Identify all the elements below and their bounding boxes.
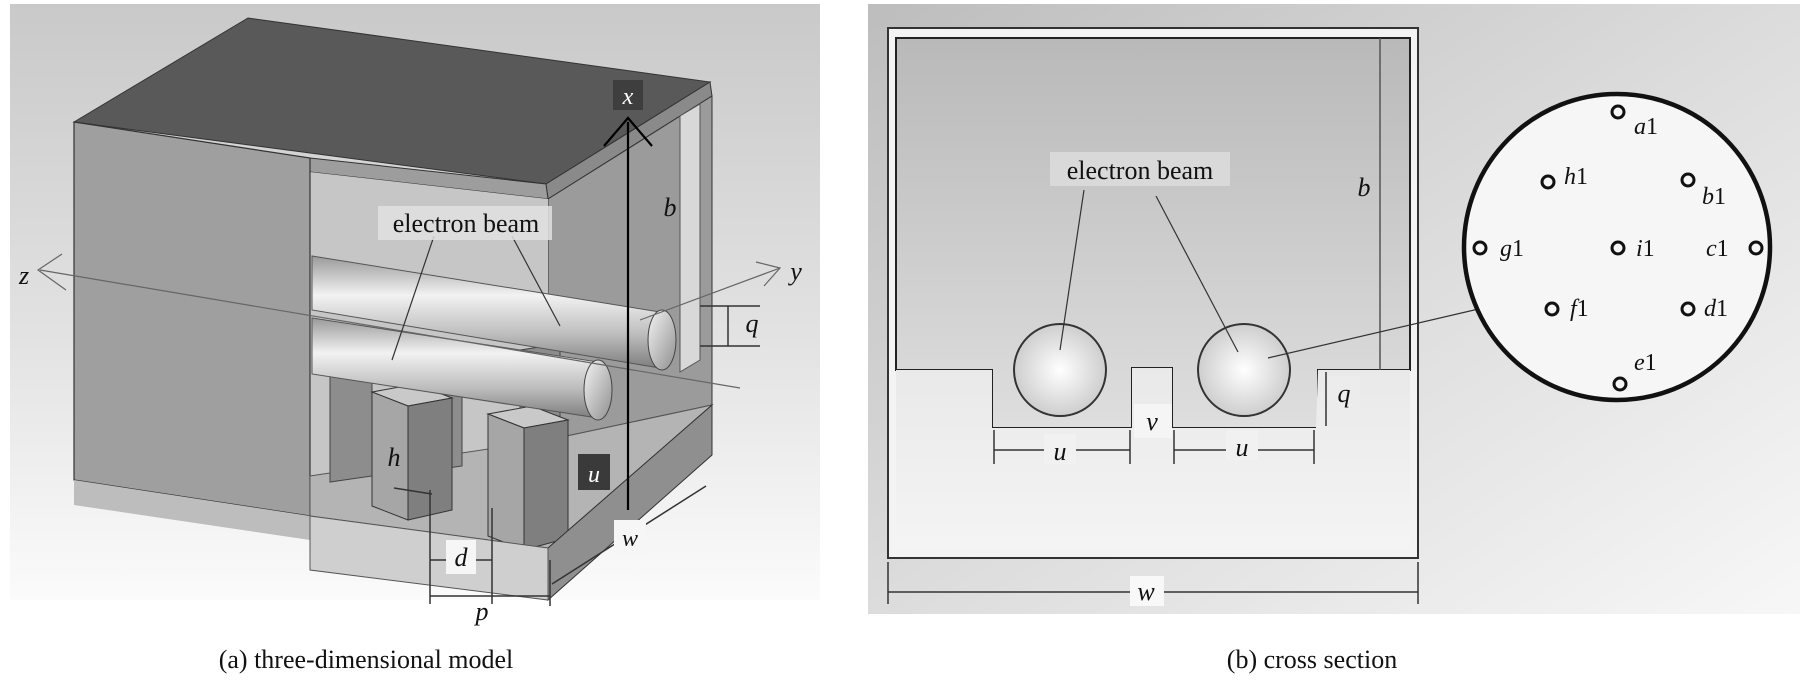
tooth-back-1 — [329, 365, 373, 483]
detail-label-f1: f1 — [1570, 296, 1589, 322]
dim-d-bg — [446, 540, 476, 574]
beam-tube-upper-end — [647, 309, 677, 371]
caption-a: (a) three-dimensional model — [219, 645, 514, 674]
detail-point-e1 — [1612, 376, 1628, 392]
front-tooth-2-side — [523, 419, 569, 551]
axis-y-label: y — [787, 257, 802, 286]
dim-h-tick — [393, 487, 433, 495]
cross-dim-w-bg — [1130, 576, 1164, 606]
detail-label-e1: e1 — [1634, 350, 1657, 376]
panel-a: x electron beam z y b q h u w d — [10, 4, 820, 674]
dim-w-label-b: w — [1137, 577, 1155, 606]
x-axis-label-bg — [613, 80, 643, 110]
dim-u-label-b-left: u — [1054, 437, 1067, 466]
detail-point-a1 — [1610, 104, 1626, 120]
dim-q-label-a: q — [746, 309, 759, 338]
dim-p-label: p — [474, 597, 489, 626]
cross-beam-leader-2 — [1155, 195, 1239, 353]
left-block-bottom — [74, 480, 310, 540]
x-axis-label: x — [622, 84, 634, 110]
panel-b: electron beam b q v u u w — [868, 4, 1800, 674]
detail-point-g1 — [1472, 240, 1488, 256]
cross-beam-circle-right — [1197, 323, 1291, 417]
dim-b-label-b: b — [1358, 173, 1371, 202]
detail-label-a1: a1 — [1634, 114, 1658, 140]
beam-label-bg — [378, 206, 552, 240]
beam-label-b: electron beam — [1067, 156, 1214, 185]
detail-point-b1 — [1680, 172, 1696, 188]
cross-dim-q-bg — [1328, 376, 1360, 410]
cross-dim-v-bg — [1134, 404, 1172, 438]
detail-label-i1: i1 — [1636, 236, 1655, 262]
x-axis-arrow — [603, 116, 653, 147]
detail-label-h1: h1 — [1564, 164, 1588, 190]
front-tooth-1-side — [407, 397, 453, 521]
electron-beam-tubes — [311, 255, 677, 421]
dim-v-label: v — [1146, 407, 1158, 436]
detail-point-c1 — [1748, 240, 1764, 256]
axis-z-label: z — [18, 261, 29, 290]
dim-q-label-b: q — [1338, 379, 1351, 408]
z-axis-arrow — [36, 253, 67, 291]
detail-label-c1: c1 — [1706, 236, 1729, 262]
detail-point-d1 — [1680, 301, 1696, 317]
detail-circle — [1461, 91, 1773, 403]
detail-point-h1 — [1540, 174, 1556, 190]
y-axis-line — [639, 267, 781, 321]
right-wall-inner — [679, 103, 701, 373]
dim-u-label-a: u — [588, 462, 600, 488]
beam-leader-1 — [391, 235, 435, 361]
dim-b-label-a: b — [664, 193, 677, 222]
detail-point-i1 — [1610, 240, 1626, 256]
floor-front-strip — [309, 515, 549, 601]
y-axis-arrow — [755, 261, 782, 287]
dim-h-label: h — [388, 443, 401, 472]
cross-dim-u-right-bg — [1226, 430, 1258, 460]
dim-u-bg-a — [578, 454, 610, 490]
beam-tube-lower-end — [583, 359, 613, 421]
cross-beam-leader-1 — [1059, 189, 1085, 351]
detail-label-d1: d1 — [1704, 296, 1728, 322]
beam-label-a: electron beam — [393, 209, 540, 238]
detail-label-b1: b1 — [1702, 184, 1726, 210]
cross-beam-label-bg — [1050, 152, 1230, 186]
detail-leader — [1267, 303, 1501, 359]
beam-leader-2 — [511, 235, 561, 327]
dim-w-label-a: w — [622, 526, 638, 552]
detail-point-f1 — [1544, 301, 1560, 317]
z-axis-line — [39, 269, 741, 389]
cross-floor — [896, 368, 1410, 548]
detail-points: a1 h1 b1 g1 i1 c1 f1 d1 e1 — [1472, 104, 1764, 392]
left-block-face — [73, 121, 311, 517]
dim-d-label: d — [455, 543, 469, 572]
front-tooth-2-front — [487, 413, 525, 551]
cross-beam-circle-left — [1013, 323, 1107, 417]
caption-b: (b) cross section — [1227, 645, 1397, 674]
dim-w-bg-a — [614, 520, 646, 554]
dim-u-label-b-right: u — [1236, 433, 1249, 462]
detail-label-g1: g1 — [1500, 236, 1524, 262]
cross-dim-u-left-bg — [1044, 434, 1076, 464]
